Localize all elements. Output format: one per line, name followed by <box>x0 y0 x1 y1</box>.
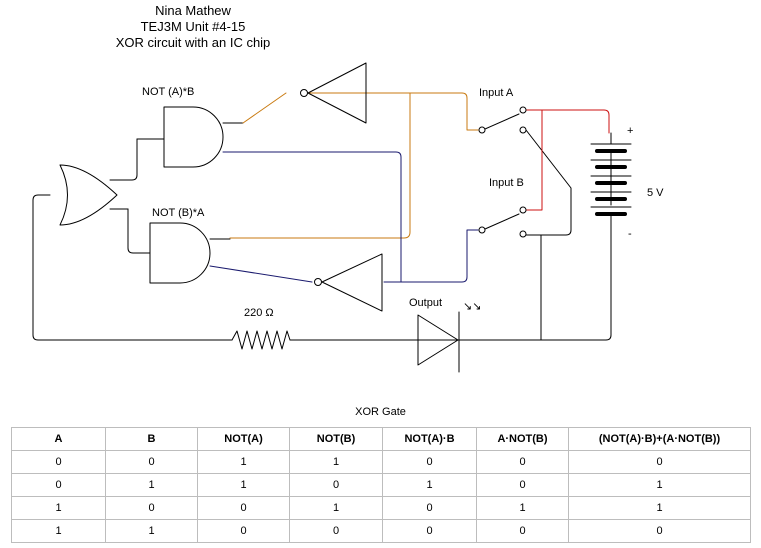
table-cell: 1 <box>568 496 751 520</box>
circuit-diagram <box>32 62 632 373</box>
resistor <box>231 330 291 350</box>
label-not-b-and-a: NOT (B)*A <box>152 207 205 219</box>
led-light-arrows-icon: ↗↗ <box>463 300 482 312</box>
table-cell: 0 <box>476 519 569 543</box>
column-header: NOT(A)·B <box>382 427 477 451</box>
table-row: 1 0 0 1 0 1 1 <box>11 496 751 520</box>
resistor-value: 220 Ω <box>244 307 274 319</box>
and-gate-bottom <box>149 222 211 284</box>
column-header: NOT(B) <box>289 427 383 451</box>
or-gate <box>59 164 118 226</box>
table-cell: 1 <box>382 473 477 497</box>
table-cell: 0 <box>382 496 477 520</box>
table-cell: 0 <box>197 496 290 520</box>
not-gate-bottom <box>314 253 383 312</box>
truth-table: A B NOT(A) NOT(B) NOT(A)·B A·NOT(B) (NOT… <box>11 427 751 543</box>
column-header: (NOT(A)·B)+(A·NOT(B)) <box>568 427 751 451</box>
not-gate-top <box>300 62 367 124</box>
table-cell: 1 <box>11 496 106 520</box>
label-input-a: Input A <box>479 87 514 99</box>
column-header: A·NOT(B) <box>476 427 569 451</box>
switch-a <box>478 106 527 134</box>
table-cell: 1 <box>568 473 751 497</box>
column-header: A <box>11 427 106 451</box>
table-cell: 0 <box>568 519 751 543</box>
and-gate-top <box>163 106 224 168</box>
red-wires <box>525 109 610 211</box>
label-input-b: Input B <box>489 177 524 189</box>
orange-wires <box>229 92 479 239</box>
label-output: Output <box>409 297 443 309</box>
battery-minus-sign: - <box>628 228 632 240</box>
course-code: TEJ3M Unit #4-15 <box>140 19 246 34</box>
black-wires <box>32 122 612 341</box>
table-cell: 0 <box>197 519 290 543</box>
led-diode <box>417 311 460 373</box>
label-not-a-and-b: NOT (A)*B <box>142 86 195 98</box>
table-cell: 0 <box>382 519 477 543</box>
table-cell: 0 <box>11 473 106 497</box>
table-cell: 0 <box>476 450 569 474</box>
table-cell: 0 <box>289 473 383 497</box>
table-cell: 0 <box>476 473 569 497</box>
table-cell: 1 <box>11 519 106 543</box>
battery-plus-sign: + <box>627 125 634 137</box>
table-cell: 0 <box>289 519 383 543</box>
table-cell: 1 <box>289 496 383 520</box>
table-cell: 0 <box>105 496 198 520</box>
battery <box>590 143 632 216</box>
table-cell: 0 <box>11 450 106 474</box>
table-cell: 0 <box>382 450 477 474</box>
table-row: 0 1 1 0 1 0 1 <box>11 473 751 497</box>
table-row: 1 1 0 0 0 0 0 <box>11 519 751 543</box>
diagram-subtitle: XOR circuit with an IC chip <box>115 35 271 50</box>
table-header-row: A B NOT(A) NOT(B) NOT(A)·B A·NOT(B) (NOT… <box>11 427 751 451</box>
column-header: B <box>105 427 198 451</box>
battery-voltage: 5 V <box>647 187 664 199</box>
table-cell: 1 <box>105 473 198 497</box>
switch-b <box>478 206 527 238</box>
table-cell: 1 <box>289 450 383 474</box>
navy-wires <box>209 151 479 283</box>
table-cell: 1 <box>476 496 569 520</box>
table-cell: 1 <box>197 450 290 474</box>
table-cell: 0 <box>568 450 751 474</box>
column-header: NOT(A) <box>197 427 290 451</box>
table-cell: 1 <box>105 519 198 543</box>
author-name: Nina Mathew <box>155 3 231 18</box>
table-title: XOR Gate <box>355 406 406 418</box>
table-cell: 1 <box>197 473 290 497</box>
table-row: 0 0 1 1 0 0 0 <box>11 450 751 474</box>
table-cell: 0 <box>105 450 198 474</box>
